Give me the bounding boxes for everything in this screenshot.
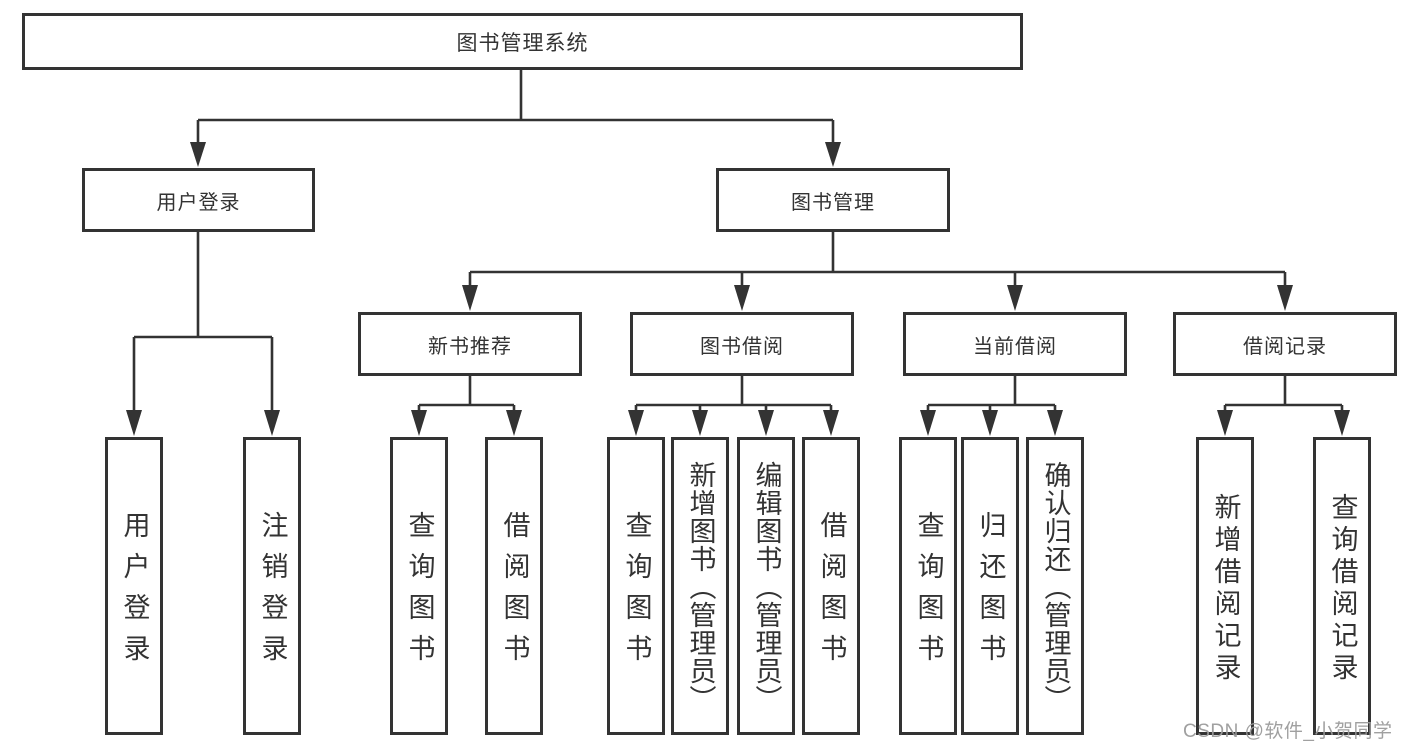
leaf-label: 查询图书	[621, 511, 652, 675]
leaf-label: 注销登录	[257, 511, 288, 675]
leaf-label: 确认归还（管理员）	[1040, 460, 1071, 713]
node-label: 新书推荐	[428, 335, 512, 358]
leaf-borrowing-borrow-books: 借阅图书	[802, 437, 860, 735]
leaf-label: 新增图书（管理员）	[685, 460, 716, 713]
node-book-borrowing: 图书借阅	[630, 312, 854, 376]
node-label: 当前借阅	[973, 335, 1057, 358]
leaf-logout: 注销登录	[243, 437, 301, 735]
leaf-label: 归还图书	[975, 511, 1006, 675]
leaf-borrowing-query-books: 查询图书	[607, 437, 665, 735]
leaf-current-query-books: 查询图书	[899, 437, 957, 735]
leaf-label: 借阅图书	[816, 511, 847, 675]
node-label: 图书管理系统	[456, 31, 589, 55]
leaf-label: 查询图书	[913, 511, 944, 675]
leaf-label: 编辑图书（管理员）	[751, 460, 782, 713]
leaf-newbooks-borrow-books: 借阅图书	[485, 437, 543, 735]
node-current-borrowing: 当前借阅	[903, 312, 1127, 376]
leaf-label: 用户登录	[119, 511, 150, 675]
leaf-records-query-record: 查询借阅记录	[1313, 437, 1371, 735]
node-label: 用户登录	[156, 191, 241, 214]
leaf-newbooks-query-books: 查询图书	[390, 437, 448, 735]
leaf-current-confirm-return-admin: 确认归还（管理员）	[1026, 437, 1084, 735]
node-borrowing-records: 借阅记录	[1173, 312, 1397, 376]
leaf-borrowing-edit-books-admin: 编辑图书（管理员）	[737, 437, 795, 735]
leaf-label: 借阅图书	[499, 511, 530, 675]
node-book-management: 图书管理	[716, 168, 950, 232]
leaf-user-login: 用户登录	[105, 437, 163, 735]
node-user-login: 用户登录	[82, 168, 315, 232]
leaf-label: 查询图书	[404, 511, 435, 675]
leaf-label: 查询借阅记录	[1327, 492, 1358, 685]
node-label: 借阅记录	[1243, 335, 1327, 358]
leaf-borrowing-add-books-admin: 新增图书（管理员）	[671, 437, 729, 735]
node-label: 图书借阅	[700, 335, 784, 358]
leaf-label: 新增借阅记录	[1210, 492, 1241, 685]
csdn-watermark: CSDN @软件_小贺同学	[1183, 721, 1393, 742]
node-label: 图书管理	[791, 191, 875, 214]
leaf-current-return-books: 归还图书	[961, 437, 1019, 735]
leaf-records-add-record: 新增借阅记录	[1196, 437, 1254, 735]
node-library-management-system: 图书管理系统	[22, 13, 1023, 70]
node-new-book-recommendation: 新书推荐	[358, 312, 582, 376]
